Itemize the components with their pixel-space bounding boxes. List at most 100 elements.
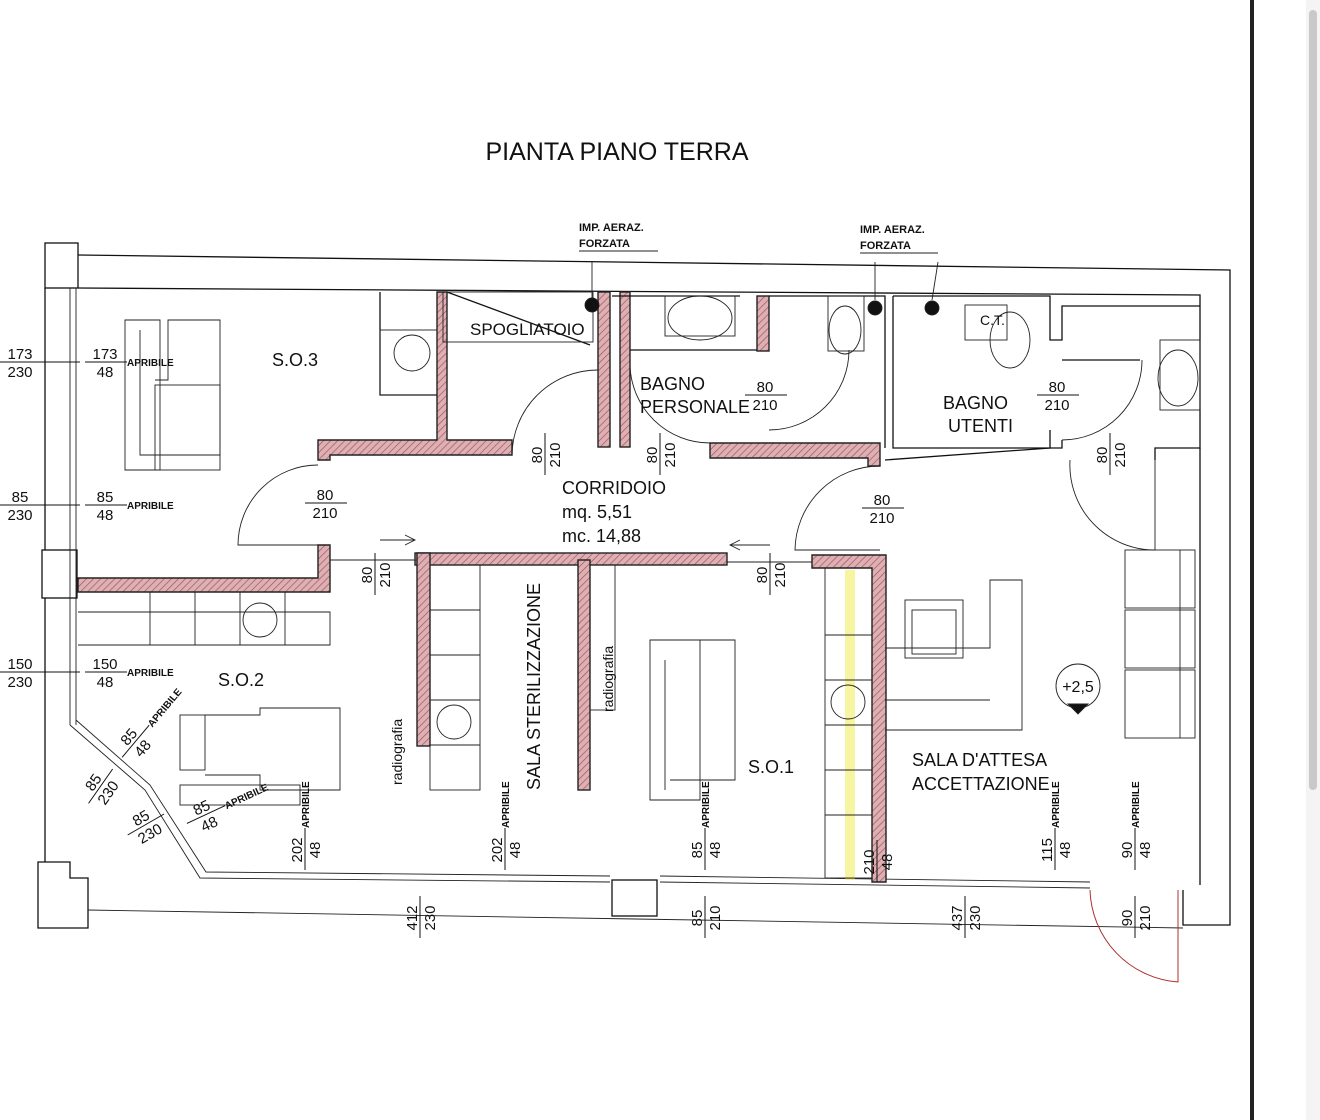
dimension-den: 210 — [377, 562, 394, 587]
dimension-num: 80 — [529, 447, 546, 464]
annotation-aeraz-1: IMP. AERAZ. FORZATA — [579, 222, 658, 252]
room-label-corridoio: CORRIDOIO — [562, 478, 666, 498]
room-label-so1: S.O.1 — [748, 757, 794, 777]
room-label-spogliatoio: SPOGLIATOIO — [470, 320, 585, 339]
dimension-den: 210 — [1137, 905, 1154, 930]
dimension-num: 80 — [757, 379, 774, 396]
dimension-den: 230 — [422, 905, 439, 930]
dimension-den: 48 — [97, 507, 114, 524]
dimension-num: 85 — [97, 489, 114, 506]
dimension-num: 173 — [7, 346, 32, 363]
dimension-den: 210 — [869, 510, 894, 527]
dimension-note: APRIBILE — [1051, 781, 1062, 828]
dimension-den: 210 — [312, 505, 337, 522]
room-label-bagno-utenti-2: UTENTI — [948, 416, 1013, 436]
dimension-den: 48 — [97, 364, 114, 381]
scrollbar-thumb[interactable] — [1309, 10, 1317, 790]
room-label-sterilizzazione: SALA STERILIZZAZIONE — [524, 583, 544, 790]
dimension-num: 80 — [317, 487, 334, 504]
dimension-den: 210 — [1112, 442, 1129, 467]
room-label-bagno-utenti-1: BAGNO — [943, 393, 1008, 413]
dimension-den: 48 — [879, 854, 896, 871]
dimension-note: APRIBILE — [127, 358, 174, 369]
dimension-den: 230 — [7, 507, 32, 524]
dimension-den: 210 — [752, 397, 777, 414]
dimension-den: 48 — [97, 674, 114, 691]
scrollbar[interactable] — [1306, 0, 1320, 1120]
dimension-line — [88, 768, 114, 804]
ct-label: C.T. — [980, 312, 1005, 328]
dimension-line — [127, 813, 165, 836]
corridoio-volume: mc. 14,88 — [562, 526, 641, 546]
dimension-den: 48 — [707, 842, 724, 859]
radiografia-label-2: radiografia — [600, 646, 616, 712]
dimension-den: 48 — [1057, 842, 1074, 859]
room-label-attesa-2: ACCETTAZIONE — [912, 774, 1050, 794]
dimension-num: 90 — [1119, 910, 1136, 927]
dimension-num: 412 — [404, 905, 421, 930]
entrance-door-swing — [1089, 889, 1179, 983]
dimension-den: 48 — [307, 842, 324, 859]
level-label: +2,5 — [1062, 679, 1094, 696]
dimension-num: 80 — [1094, 447, 1111, 464]
dimension-den: 210 — [707, 905, 724, 930]
room-label-so2: S.O.2 — [218, 670, 264, 690]
room-label-bagno-personale-1: BAGNO — [640, 374, 705, 394]
dimension-annotations: 17323017348APRIBILE852308548APRIBILE1502… — [0, 346, 1154, 938]
dimension-num: 202 — [289, 837, 306, 862]
outer-walls — [37, 242, 1231, 983]
dimension-note: APRIBILE — [501, 781, 512, 828]
dimension-line — [121, 724, 150, 758]
dimension-num: 150 — [92, 656, 117, 673]
dimension-num: 437 — [949, 905, 966, 930]
dimension-num: 80 — [359, 567, 376, 584]
plan-title: PIANTA PIANO TERRA — [485, 138, 748, 166]
room-label-attesa-1: SALA D'ATTESA — [912, 750, 1047, 770]
dimension-note: APRIBILE — [146, 687, 185, 730]
dimension-num: 85 — [12, 489, 29, 506]
dimension-num: 85 — [689, 842, 706, 859]
dimension-den: 210 — [772, 562, 789, 587]
dimension-line — [186, 805, 226, 824]
dimension-num: 80 — [1049, 379, 1066, 396]
dimension-num: 150 — [7, 656, 32, 673]
dimension-num: 85 — [82, 771, 105, 794]
dimension-den: 48 — [507, 842, 524, 859]
svg-text:IMP. AERAZ.: IMP. AERAZ. — [579, 222, 644, 234]
dimension-num: 85 — [130, 807, 153, 830]
bathroom-partitions — [379, 291, 1200, 461]
dimension-num: 210 — [861, 849, 878, 874]
dimension-num: 80 — [644, 447, 661, 464]
dimension-note: APRIBILE — [127, 668, 174, 679]
room-label-bagno-personale-2: PERSONALE — [640, 397, 750, 417]
dimension-note: APRIBILE — [301, 781, 312, 828]
dimension-note: APRIBILE — [223, 782, 270, 812]
dimension-num: 90 — [1119, 842, 1136, 859]
annotation-aeraz-2: IMP. AERAZ. FORZATA — [860, 224, 938, 254]
dimension-den: 210 — [662, 442, 679, 467]
dimension-den: 230 — [7, 364, 32, 381]
dimension-den: 230 — [7, 674, 32, 691]
dimension-note: APRIBILE — [127, 501, 174, 512]
